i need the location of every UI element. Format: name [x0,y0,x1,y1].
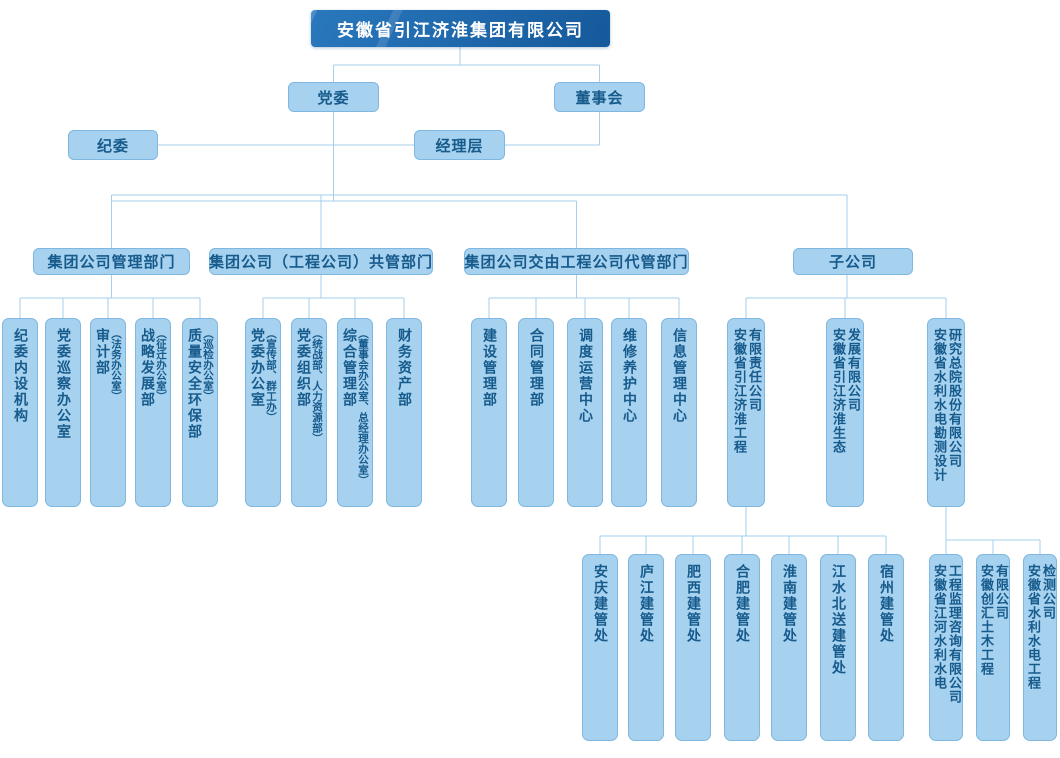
node-label-col1: 安徽省水利水电工程 [1025,564,1040,690]
node-note: （宣传部、群工办） [265,328,277,423]
node-general-admin-dept: 综合管理部（董事会办公室、总经理办公室） [337,318,373,507]
node-label: 建设管理部 [481,328,497,408]
node-chuanghui-civil-engineering-co: 安徽创汇土木工程有限公司 [976,554,1010,741]
node-sub-survey-design-institute: 安徽省水利水电勘测设计研究总院股份有限公司 [927,318,965,507]
node-office-feixi: 肥西建管处 [675,554,711,741]
node-label: 信息管理中心 [671,328,687,424]
node-note: （法务办公室） [110,328,122,402]
node-label: 战略发展部 [139,328,155,408]
node-note: （董事会办公室、总经理办公室） [357,328,369,486]
node-cat-joint-depts: 集团公司（工程公司）共管部门 [209,248,433,275]
node-board-of-directors: 董事会 [554,82,645,112]
node-label: 纪委内设机构 [12,328,28,424]
node-party-office: 党委办公室（宣传部、群工办） [245,318,281,507]
node-contract-mgmt-dept: 合同管理部 [518,318,554,507]
node-info-mgmt-center: 信息管理中心 [661,318,697,507]
node-label: 调度运营中心 [577,328,593,424]
node-sub-yjjh-engineering-co: 安徽省引江济淮工程有限责任公司 [727,318,765,507]
node-label-col2: 研究总院股份有限公司 [946,328,961,468]
node-label: 淮南建管处 [781,564,797,644]
node-label-col1: 安徽省水利水电勘测设计 [931,328,946,482]
node-label: 质量安全环保部 [186,328,202,440]
node-water-conservancy-testing-co: 安徽省水利水电工程检测公司 [1023,554,1057,741]
node-strategy-development-dept: 战略发展部（征迁办公室） [135,318,171,507]
node-office-huainan: 淮南建管处 [771,554,807,741]
node-label: 江水北送建管处 [830,564,846,676]
node-audit-dept: 审计部（法务办公室） [90,318,126,507]
node-label-col1: 安徽省引江济淮工程 [731,328,746,454]
node-office-lujiang: 庐江建管处 [628,554,664,741]
node-label: 审计部 [94,328,110,376]
node-label: 合同管理部 [528,328,544,408]
node-label-col1: 安徽创汇土木工程 [978,564,993,676]
node-cat-subsidiaries: 子公司 [793,248,913,275]
node-discipline-internal-org: 纪委内设机构 [2,318,38,507]
node-party-inspection-office: 党委巡察办公室 [45,318,81,507]
node-sub-yjjh-eco-development-co: 安徽省引江济淮生态发展有限公司 [826,318,864,507]
node-cat-delegated-depts: 集团公司交由工程公司代管部门 [464,248,689,275]
node-party-organization-dept: 党委组织部（统战部、人力资源部） [291,318,327,507]
node-label-col2: 有限公司 [993,564,1008,620]
node-note: （征迁办公室） [155,328,167,402]
node-office-jiangshui-beisong: 江水北送建管处 [820,554,856,741]
node-label-col2: 有限责任公司 [746,328,761,412]
node-discipline-committee: 纪委 [68,130,158,160]
node-note: （统战部、人力资源部） [311,328,323,444]
node-finance-assets-dept: 财务资产部 [386,318,422,507]
node-group-headquarters: 安徽省引江济淮集团有限公司 [311,10,610,47]
node-office-suzhou: 宿州建管处 [868,554,904,741]
node-maintenance-center: 维修养护中心 [611,318,647,507]
node-label: 财务资产部 [396,328,412,408]
node-label: 肥西建管处 [685,564,701,644]
node-label: 党委办公室 [249,328,265,408]
node-label: 合肥建管处 [734,564,750,644]
node-office-hefei: 合肥建管处 [724,554,760,741]
node-party-committee: 党委 [288,82,379,112]
node-office-anqing: 安庆建管处 [582,554,618,741]
node-label-col1: 安徽省江河水利水电 [931,564,946,690]
connector-group [19,47,1041,554]
node-label: 宿州建管处 [878,564,894,644]
node-label-col2: 检测公司 [1040,564,1055,620]
node-construction-mgmt-dept: 建设管理部 [471,318,507,507]
node-label-col2: 工程监理咨询有限公司 [946,564,961,704]
node-label: 党委组织部 [295,328,311,408]
node-label-col1: 安徽省引江济淮生态 [830,328,845,454]
node-label-col2: 发展有限公司 [845,328,860,412]
node-label: 维修养护中心 [621,328,637,424]
node-label: 庐江建管处 [638,564,654,644]
node-cat-management-depts: 集团公司管理部门 [33,248,190,275]
node-label: 党委巡察办公室 [55,328,71,440]
node-management-level: 经理层 [414,130,505,160]
node-quality-safety-env-dept: 质量安全环保部（巡检办公室） [182,318,218,507]
node-label: 安庆建管处 [592,564,608,644]
node-jianghe-supervision-consulting-co: 安徽省江河水利水电工程监理咨询有限公司 [929,554,963,741]
node-note: （巡检办公室） [202,328,214,402]
node-label: 综合管理部 [341,328,357,408]
node-dispatch-operation-center: 调度运营中心 [567,318,603,507]
